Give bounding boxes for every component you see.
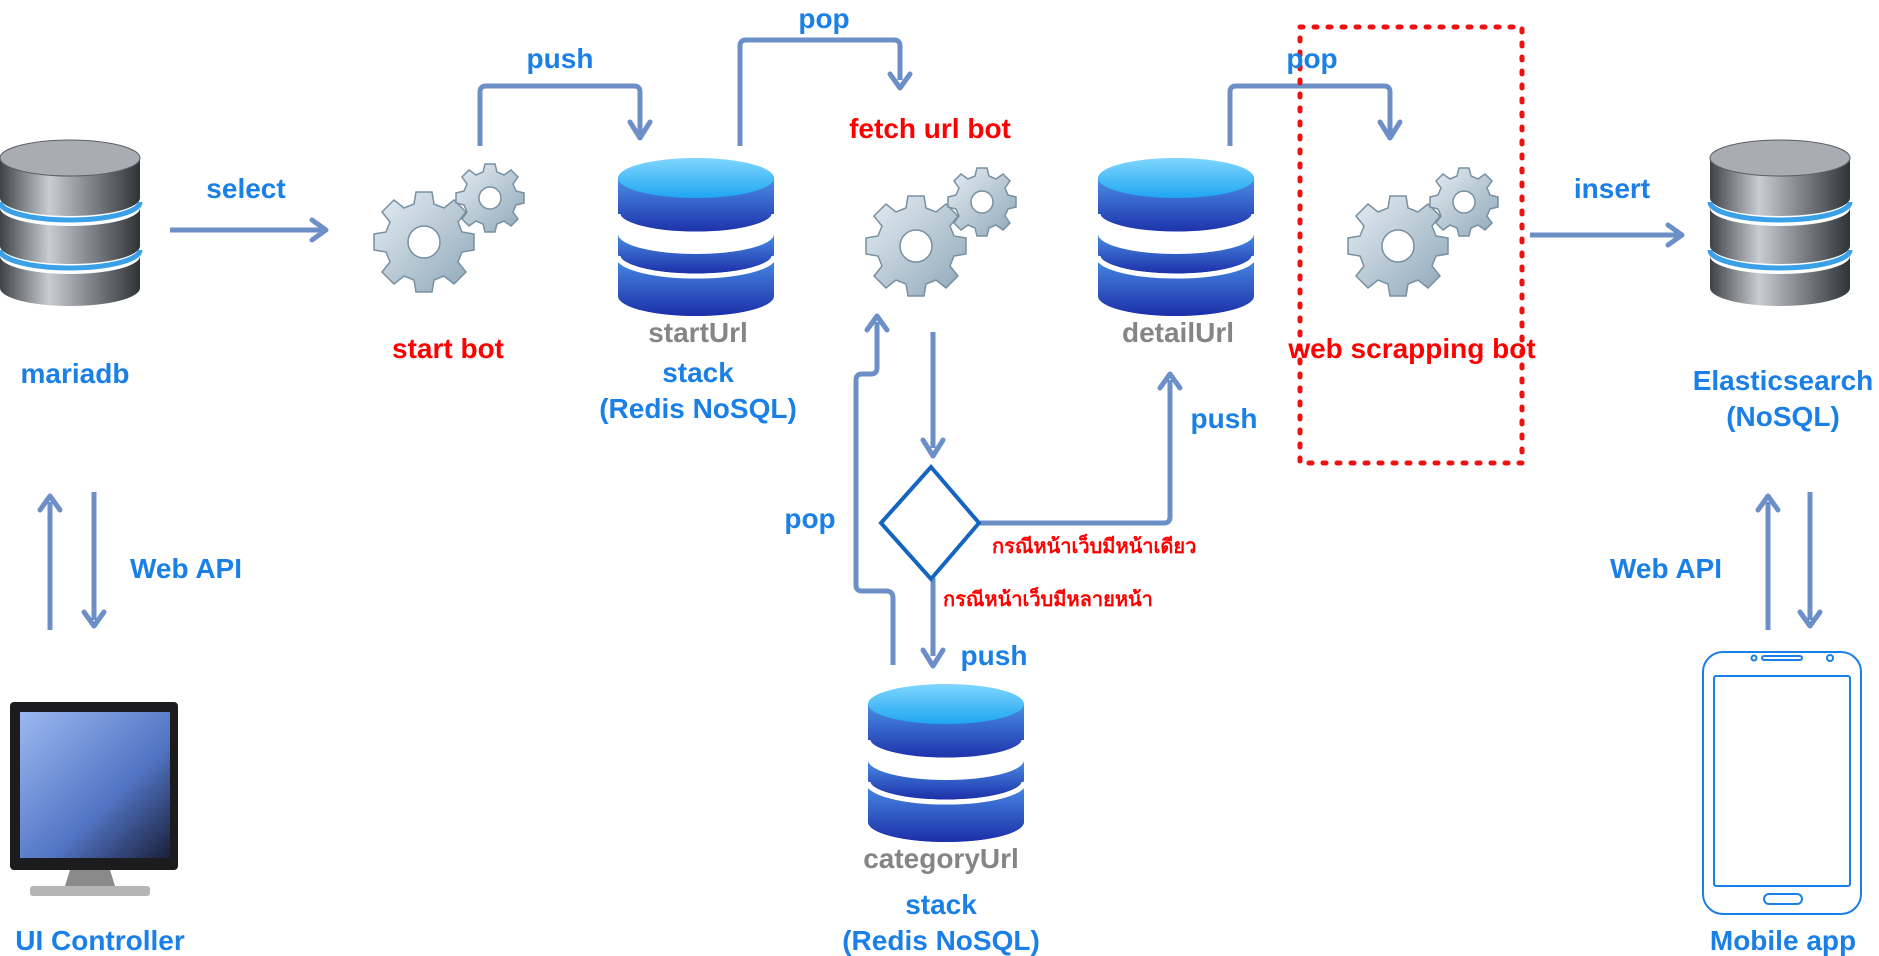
- web-scrapping-bot-icon: [1347, 167, 1499, 297]
- starturl-redis-label: (Redis NoSQL): [599, 393, 797, 424]
- push-detail-arrow: [980, 380, 1173, 526]
- elasticsearch-nosql-label: (NoSQL): [1726, 401, 1840, 432]
- mobile-app-label: Mobile app: [1710, 925, 1856, 956]
- push-detail-label: push: [1191, 403, 1258, 434]
- fetch-bot-icon: [865, 167, 1017, 297]
- starturl-stack-label: stack: [662, 357, 734, 388]
- mariadb-label: mariadb: [21, 358, 130, 389]
- labels: mariadb UI Controller start bot startUrl…: [15, 3, 1873, 956]
- pop-detail-label: pop: [1286, 43, 1337, 74]
- pop-category-label: pop: [784, 503, 835, 534]
- pop-detail-arrow: [1227, 83, 1393, 146]
- detailurl-name-label: detailUrl: [1122, 317, 1234, 348]
- starturl-name-label: startUrl: [648, 317, 748, 348]
- decision-labels: กรณีหน้าเว็บมีหน้าเดียว กรณีหน้าเว็บมีหล…: [943, 533, 1196, 611]
- elasticsearch-icon: [1710, 140, 1850, 306]
- multi-page-label: กรณีหน้าเว็บมีหลายหน้า: [943, 586, 1153, 611]
- mariadb-icon: [0, 140, 140, 306]
- categoryurl-stack-label: stack: [905, 889, 977, 920]
- push-category-label: push: [961, 640, 1028, 671]
- categoryurl-redis-label: (Redis NoSQL): [842, 925, 1040, 956]
- pop-start-label: pop: [798, 3, 849, 34]
- pop-start-arrow: [737, 37, 903, 146]
- push-start-label: push: [527, 43, 594, 74]
- start-bot-icon: [373, 163, 525, 293]
- categoryurl-stack-icon: [868, 684, 1024, 842]
- web-api-left-label: Web API: [130, 553, 242, 584]
- elasticsearch-label: Elasticsearch: [1693, 365, 1874, 396]
- highlight-box: [1297, 24, 1525, 466]
- single-page-label: กรณีหน้าเว็บมีหน้าเดียว: [992, 533, 1196, 558]
- decision-diamond: [878, 463, 982, 583]
- insert-label: insert: [1574, 173, 1650, 204]
- monitor-icon: [10, 702, 178, 896]
- start-bot-label: start bot: [392, 333, 504, 364]
- starturl-stack-icon: [618, 158, 774, 316]
- select-label: select: [206, 173, 285, 204]
- connectors: [47, 37, 1813, 665]
- pop-category-arrow: [853, 322, 896, 665]
- detailurl-stack-icon: [1098, 158, 1254, 316]
- web-api-right-label: Web API: [1610, 553, 1722, 584]
- categoryurl-name-label: categoryUrl: [863, 843, 1019, 874]
- arrowheads: [37, 71, 1823, 669]
- ui-controller-label: UI Controller: [15, 925, 185, 956]
- mobile-phone-icon: [1702, 651, 1862, 915]
- push-start-arrow: [477, 83, 643, 146]
- fetch-url-bot-label: fetch url bot: [849, 113, 1011, 144]
- web-scrapping-bot-label: web scrapping bot: [1287, 333, 1535, 364]
